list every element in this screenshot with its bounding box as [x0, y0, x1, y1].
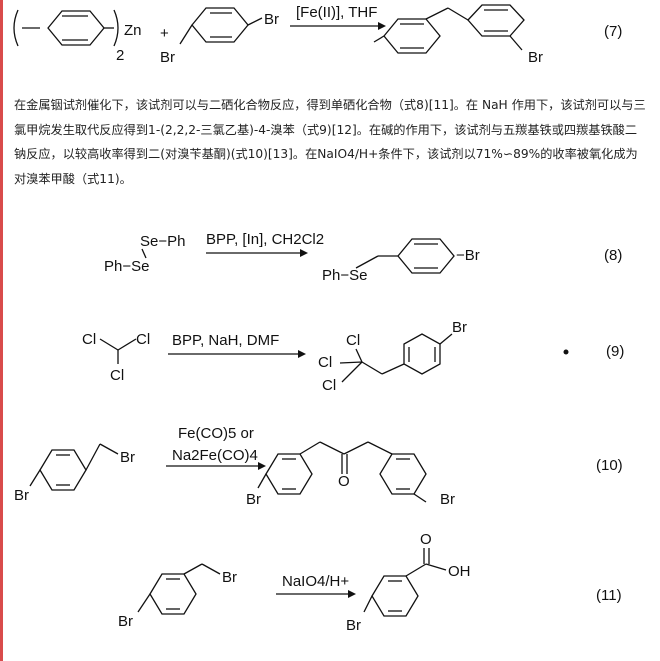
scheme-11: Br Br NaIO4/H+ Br O OH (11) — [118, 531, 622, 634]
chlorine-label: Cl — [318, 354, 332, 371]
reagent-label: Na2Fe(CO)4 — [172, 447, 258, 464]
chlorine-label: Cl — [136, 331, 150, 348]
equation-number: (11) — [596, 587, 622, 604]
bromine-label: Br — [160, 49, 175, 66]
bromine-label: Br — [246, 491, 261, 508]
chlorine-label: Cl — [346, 332, 360, 349]
reagent-label: [Fe(II)], THF — [296, 4, 377, 21]
bromine-label: Br — [440, 491, 455, 508]
bromine-label: Br — [346, 617, 361, 634]
subscript-2: 2 — [116, 47, 124, 64]
hydroxyl-label: OH — [448, 563, 471, 580]
oxygen-label: O — [338, 473, 350, 490]
benzene-ring — [39, 449, 87, 491]
chlorine-label: Cl — [110, 367, 124, 384]
reagent-label: NaIO4/H+ — [282, 573, 349, 590]
reagent-label: BPP, [In], CH2Cl2 — [206, 231, 324, 248]
bromine-label: Br — [264, 11, 279, 28]
equation-number: (9) — [606, 343, 624, 360]
bromine-label: Br — [452, 319, 467, 336]
benzene-ring — [149, 573, 197, 615]
bromine-label: −Br — [456, 247, 480, 264]
body-paragraph: 在金属铟试剂催化下，该试剂可以与二硒化合物反应，得到单硒化合物（式8)[11]。… — [14, 98, 646, 186]
bromine-label: Br — [528, 49, 543, 66]
benzene-ring — [467, 4, 525, 37]
bromine-label: Br — [118, 613, 133, 630]
benzene-ring — [379, 453, 427, 495]
bromine-label: Br — [120, 449, 135, 466]
dot-mark — [563, 349, 569, 355]
benzene-ring — [265, 453, 313, 495]
equation-number: (8) — [604, 247, 622, 264]
reagent-label: BPP, NaH, DMF — [172, 332, 279, 349]
chlorine-label: Cl — [82, 331, 96, 348]
phenylselanyl-label: Se−Ph — [140, 233, 185, 250]
benzene-ring — [383, 18, 441, 54]
bromine-label: Br — [222, 569, 237, 586]
page-edge-bar — [0, 0, 3, 661]
phenylselanyl-label: Ph−Se — [322, 267, 367, 284]
benzene-ring — [397, 238, 455, 274]
scheme-7: 2 Zn + Br Br [Fe(II)], THF Br (7) — [13, 4, 622, 66]
reagent-label: Fe(CO)5 or — [178, 425, 254, 442]
chlorine-label: Cl — [322, 377, 336, 394]
scheme-10: Br Br Fe(CO)5 or Na2Fe(CO)4 Br O Br (10) — [14, 425, 623, 508]
equation-number: (10) — [596, 457, 623, 474]
bracket-left — [13, 9, 19, 47]
oxygen-label: O — [420, 531, 432, 548]
benzene-ring — [371, 575, 419, 617]
scheme-9: Cl Cl Cl BPP, NaH, DMF Cl Cl Cl Br (9) — [82, 319, 624, 394]
bracket-right — [113, 9, 119, 47]
zinc-label: Zn — [124, 22, 142, 39]
scheme-8: Se−Ph Ph−Se BPP, [In], CH2Cl2 Ph−Se −Br … — [104, 231, 622, 284]
bromine-label: Br — [14, 487, 29, 504]
equation-number: (7) — [604, 23, 622, 40]
phenylselanyl-label: Ph−Se — [104, 258, 149, 275]
plus-sign: + — [160, 25, 169, 42]
